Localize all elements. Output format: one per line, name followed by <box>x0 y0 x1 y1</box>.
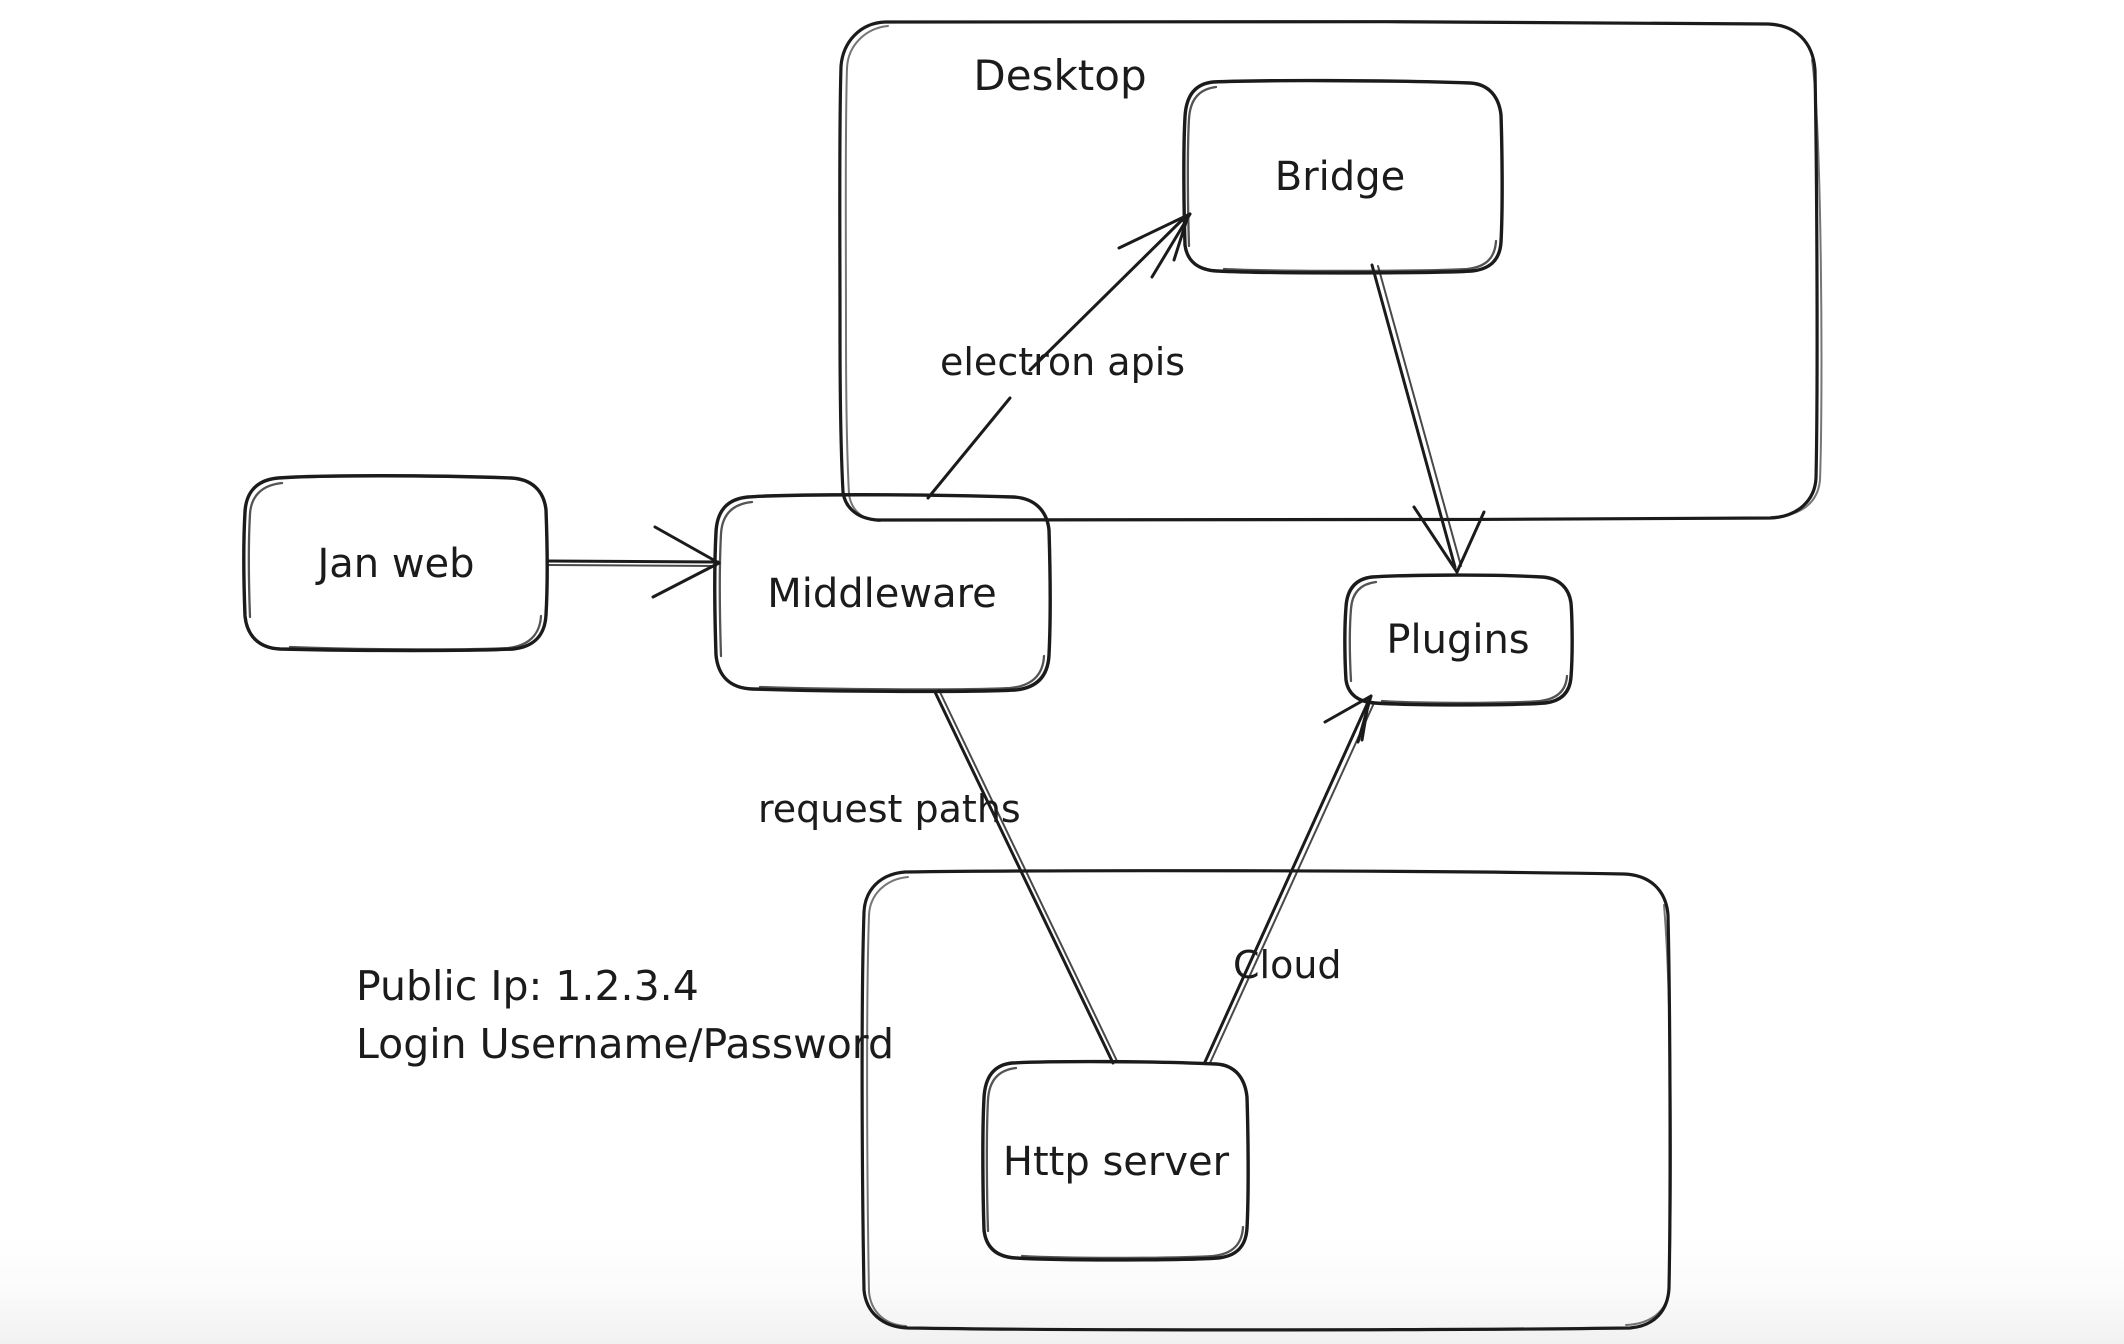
node-http-server[interactable]: Http server <box>981 1059 1250 1262</box>
edge-middleware-to-httpserver[interactable]: request paths <box>758 689 1118 1065</box>
note-public-ip: Public Ip: 1.2.3.4 <box>356 962 699 1010</box>
edge-label-request-paths: request paths <box>758 787 1021 831</box>
group-desktop[interactable]: Desktop <box>838 19 1823 522</box>
edge-janweb-to-middleware[interactable] <box>545 525 721 599</box>
group-cloud[interactable]: Cloud <box>860 869 1672 1332</box>
node-bridge[interactable]: Bridge <box>1182 78 1504 275</box>
node-label-plugins: Plugins <box>1386 617 1529 663</box>
node-jan-web[interactable]: Jan web <box>242 474 549 653</box>
group-label-cloud: Cloud <box>1233 943 1342 987</box>
note-login-credentials: Login Username/Password <box>356 1020 894 1068</box>
edge-bridge-to-plugins[interactable] <box>1370 263 1486 574</box>
node-label-jan-web: Jan web <box>314 541 474 587</box>
notes-block: Public Ip: 1.2.3.4 Login Username/Passwo… <box>356 962 894 1068</box>
group-label-desktop: Desktop <box>973 51 1146 100</box>
edge-label-electron-apis: electron apis <box>940 340 1185 384</box>
node-plugins[interactable]: Plugins <box>1343 573 1574 707</box>
edge-httpserver-to-plugins[interactable] <box>1203 694 1375 1064</box>
node-label-http-server: Http server <box>1003 1139 1230 1185</box>
node-label-bridge: Bridge <box>1275 154 1405 200</box>
node-middleware[interactable]: Middleware <box>713 493 1052 694</box>
edge-middleware-to-bridge[interactable]: electron apis <box>926 212 1192 500</box>
node-label-middleware: Middleware <box>767 571 997 617</box>
